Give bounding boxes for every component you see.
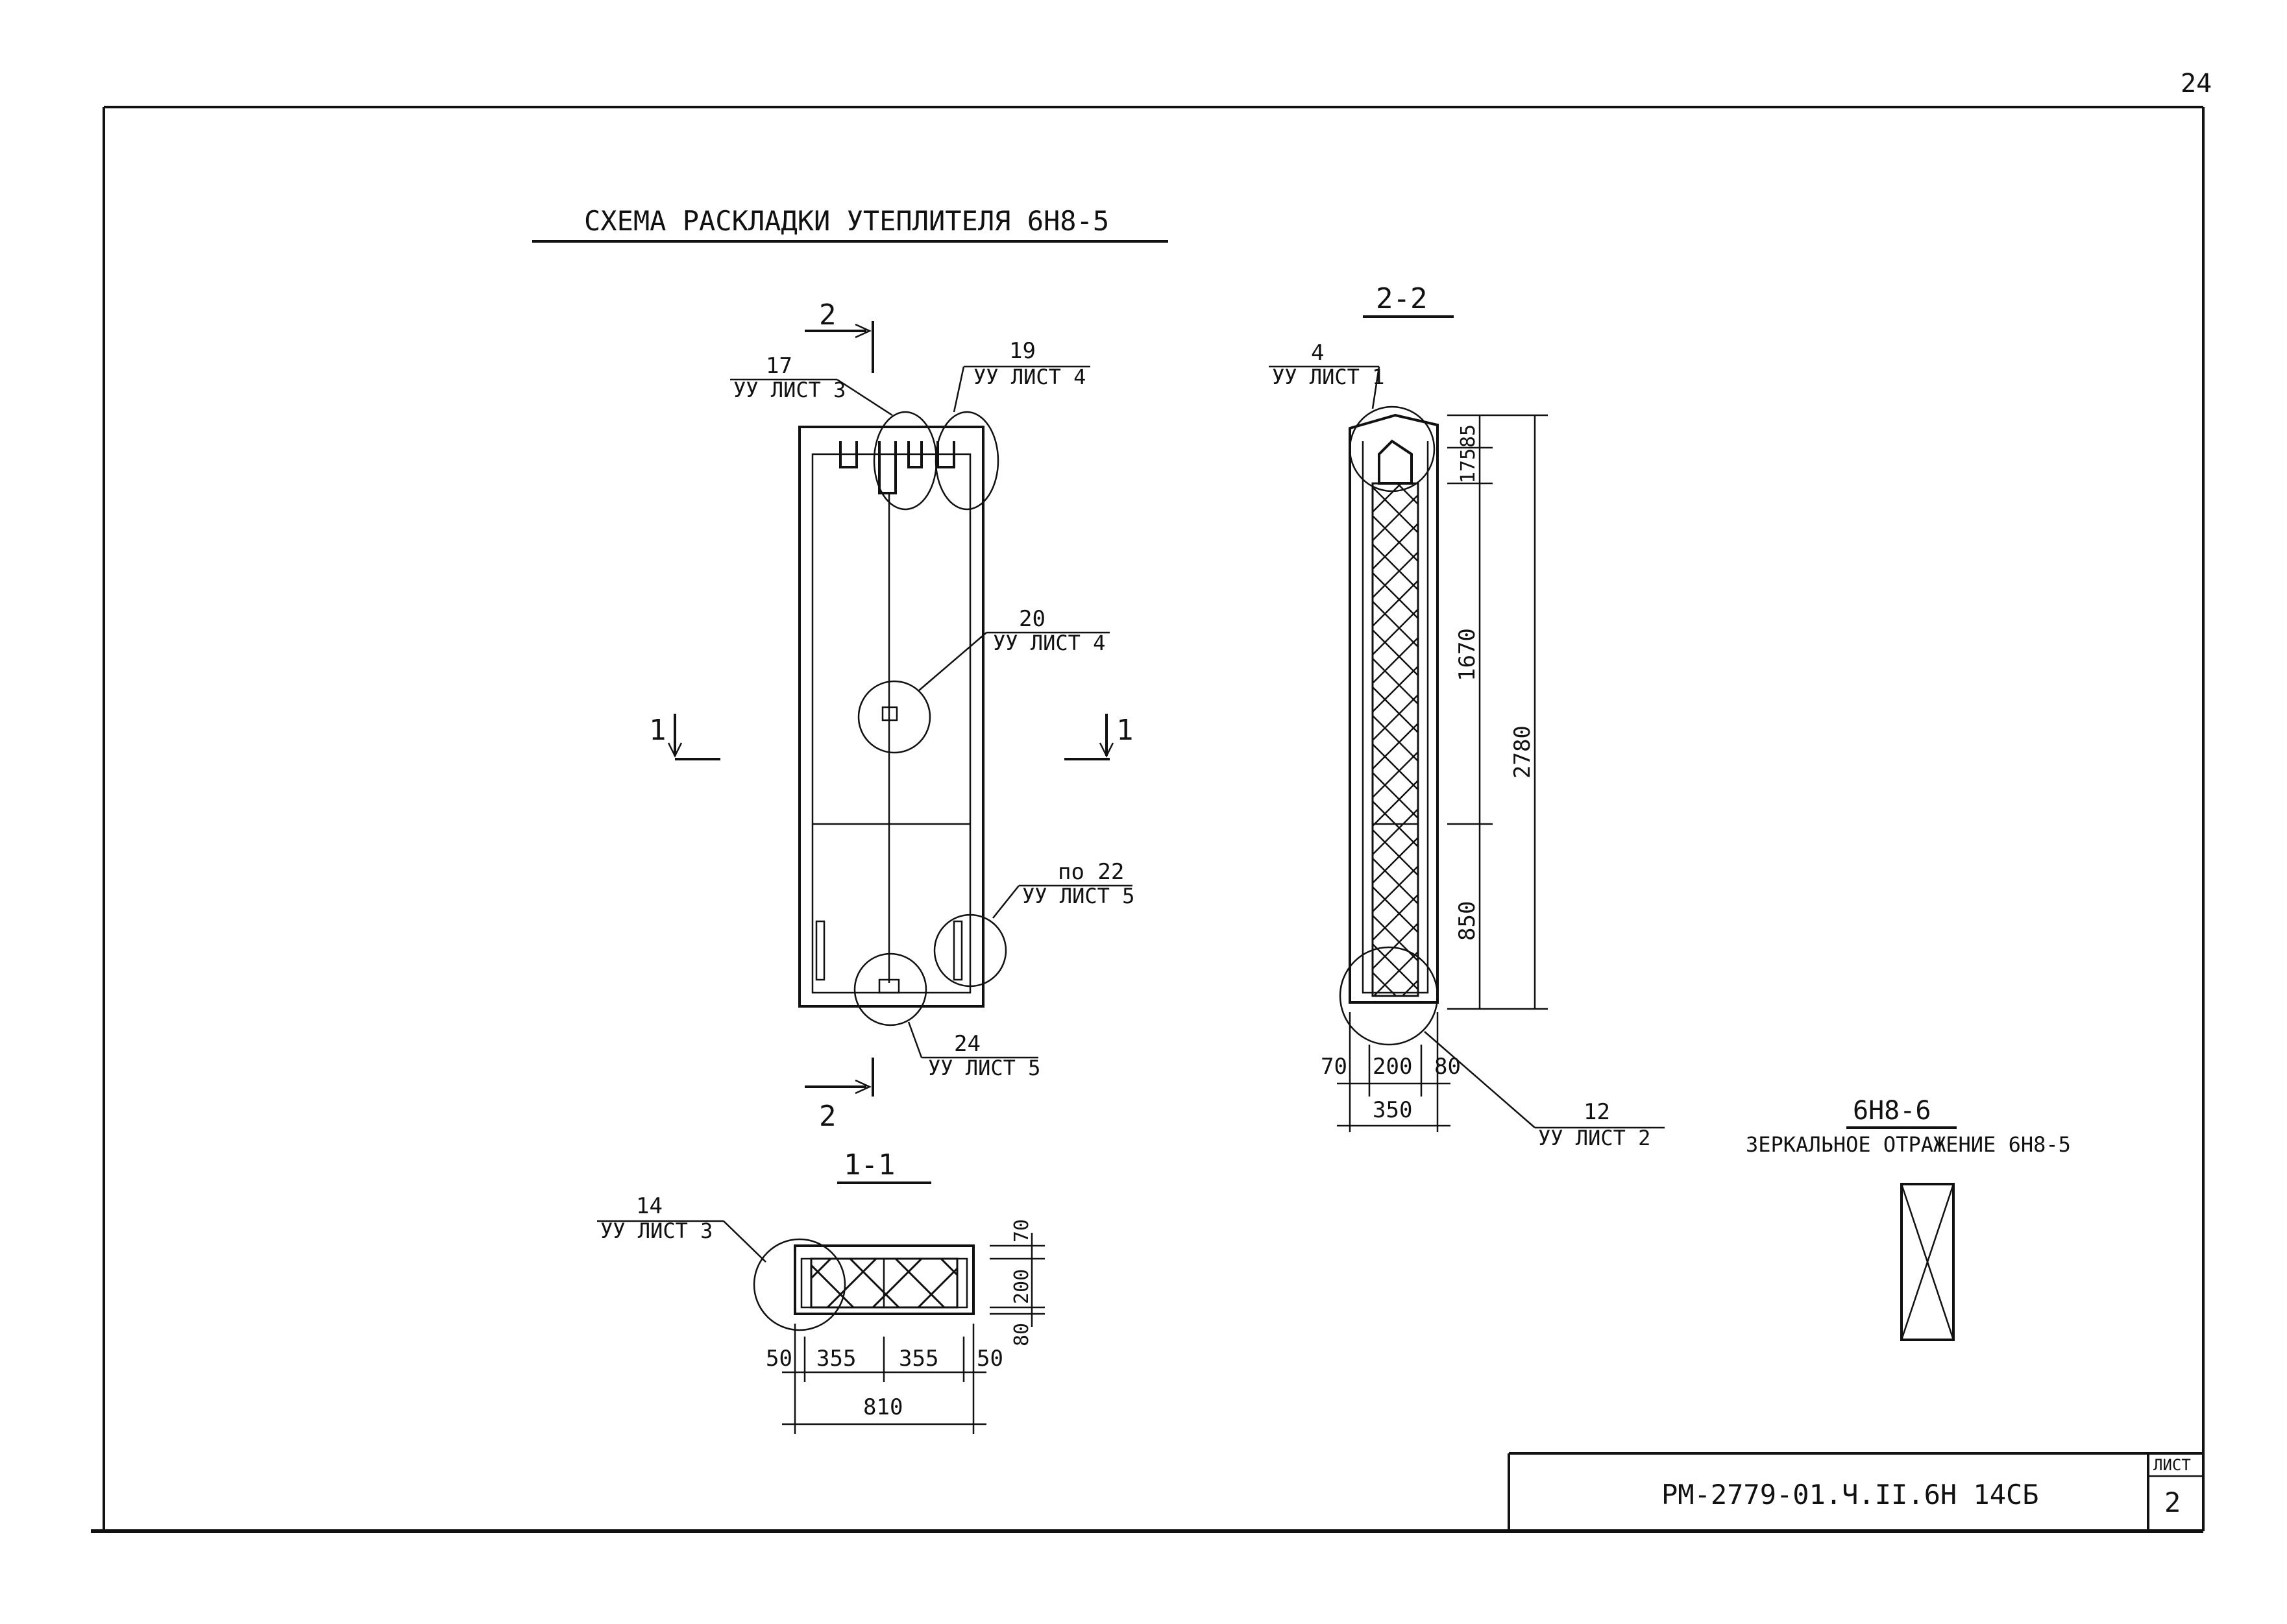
svg-text:350: 350	[1373, 1097, 1412, 1123]
mirror-note-title: 6Н8-6	[1853, 1096, 1931, 1126]
svg-text:УУ ЛИСТ 5: УУ ЛИСТ 5	[928, 1056, 1040, 1080]
callout-24: 24 УУ ЛИСТ 5	[907, 1021, 1040, 1080]
insulation-hatch-2-2	[1371, 482, 1419, 997]
section-mark-1-right: 1	[1064, 714, 1134, 760]
plan-panel-outline	[798, 426, 985, 1008]
section-1-1: 1-1 14 УУ ЛИСТ 3 70 200 80 50 355 355 50	[597, 1148, 1045, 1434]
detail-circle-14	[753, 1238, 846, 1331]
svg-text:80: 80	[1010, 1323, 1033, 1346]
svg-text:УУ ЛИСТ 4: УУ ЛИСТ 4	[973, 365, 1086, 389]
stamp-code: РМ-2779-01.Ч.II.6Н 14СБ	[1661, 1479, 2039, 1510]
detail-circle-12	[1339, 946, 1439, 1046]
detail-circle-22	[933, 914, 1007, 988]
section-1-1-outline	[794, 1244, 975, 1315]
callout-22: по 22 УУ ЛИСТ 5	[992, 859, 1134, 919]
section-2-2-title: 2-2	[1376, 282, 1427, 315]
page-number: 24	[2181, 69, 2212, 99]
svg-text:50: 50	[977, 1346, 1003, 1372]
svg-text:УУ ЛИСТ 5: УУ ЛИСТ 5	[1022, 884, 1134, 908]
svg-text:70: 70	[1010, 1219, 1033, 1242]
svg-text:20: 20	[1019, 606, 1046, 632]
svg-text:2: 2	[819, 1100, 837, 1133]
svg-text:14: 14	[636, 1193, 663, 1219]
svg-text:2: 2	[819, 298, 837, 332]
svg-text:1670: 1670	[1454, 628, 1480, 681]
svg-text:4: 4	[1311, 340, 1324, 366]
svg-text:355: 355	[899, 1346, 938, 1372]
svg-text:24: 24	[954, 1031, 981, 1057]
svg-text:УУ ЛИСТ 3: УУ ЛИСТ 3	[600, 1218, 713, 1243]
svg-text:70: 70	[1321, 1054, 1347, 1080]
svg-text:1: 1	[1116, 714, 1134, 747]
svg-text:12: 12	[1584, 1099, 1610, 1125]
sheet-frame	[91, 106, 2205, 1533]
svg-text:УУ ЛИСТ 2: УУ ЛИСТ 2	[1538, 1126, 1650, 1150]
callout-19: 19 УУ ЛИСТ 4	[953, 338, 1090, 413]
mirror-note-text: ЗЕРКАЛЬНОЕ ОТРАЖЕНИЕ 6Н8-5	[1746, 1132, 2071, 1157]
stamp-sheet-label: ЛИСТ	[2153, 1456, 2191, 1474]
svg-text:850: 850	[1454, 901, 1480, 941]
svg-text:17: 17	[766, 353, 792, 379]
callout-20: 20 УУ ЛИСТ 4	[918, 606, 1110, 692]
svg-text:1: 1	[649, 714, 667, 747]
svg-text:УУ ЛИСТ 1: УУ ЛИСТ 1	[1272, 365, 1384, 389]
svg-text:810: 810	[863, 1394, 903, 1420]
detail-circle-24	[853, 952, 927, 1026]
mirror-note: 6Н8-6 ЗЕРКАЛЬНОЕ ОТРАЖЕНИЕ 6Н8-5	[1746, 1096, 2071, 1341]
callout-17: 17 УУ ЛИСТ 3	[730, 353, 893, 417]
svg-text:по 22: по 22	[1058, 859, 1124, 885]
svg-text:175: 175	[1457, 448, 1480, 483]
detail-circle-4	[1349, 406, 1436, 492]
svg-text:УУ ЛИСТ 3: УУ ЛИСТ 3	[733, 378, 846, 402]
svg-text:80: 80	[1434, 1054, 1461, 1080]
plan-view	[798, 411, 1007, 1026]
section-2-2: 2-2 4 УУ ЛИСТ 1 12 УУ ЛИСТ 2 85 175 1670	[1269, 282, 1665, 1150]
section-mark-2-top: 2	[805, 298, 874, 373]
drawing-title: СХЕМА РАСКЛАДКИ УТЕПЛИТЕЛЯ 6Н8-5	[584, 205, 1109, 237]
svg-text:УУ ЛИСТ 4: УУ ЛИСТ 4	[993, 631, 1105, 655]
section-1-1-title: 1-1	[844, 1148, 895, 1182]
section-mark-2-bottom: 2	[805, 1058, 874, 1133]
svg-text:200: 200	[1010, 1269, 1033, 1304]
detail-circle-20	[857, 680, 931, 754]
svg-text:85: 85	[1457, 424, 1480, 448]
section-mark-1-left: 1	[649, 714, 720, 760]
svg-text:355: 355	[816, 1346, 856, 1372]
svg-text:50: 50	[766, 1346, 792, 1372]
svg-text:2780: 2780	[1510, 725, 1535, 779]
stamp-sheet-number: 2	[2164, 1486, 2181, 1518]
mirror-panel-symbol	[1900, 1183, 1955, 1341]
title-block: РМ-2779-01.Ч.II.6Н 14СБ ЛИСТ 2	[1508, 1452, 2203, 1531]
svg-text:200: 200	[1373, 1054, 1412, 1080]
detail-circle-19	[935, 411, 999, 511]
svg-text:19: 19	[1009, 338, 1036, 364]
